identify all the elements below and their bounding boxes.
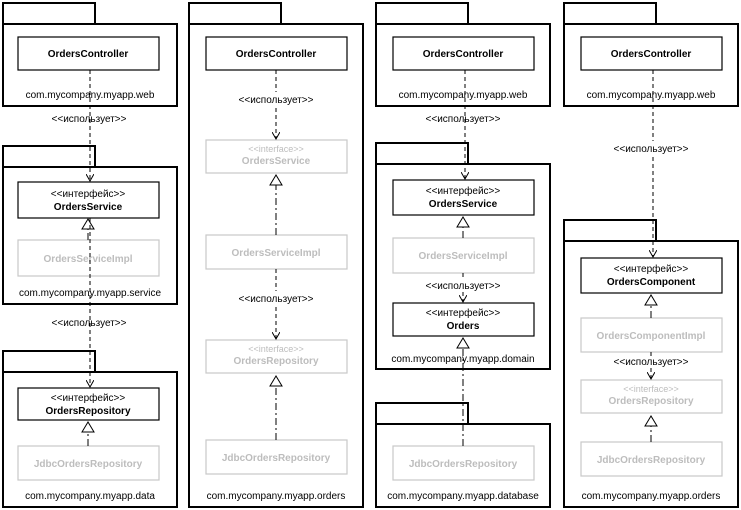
orders-component-impl-label: OrdersComponentImpl <box>597 331 706 342</box>
interface-stereotype: <<interface>> <box>623 384 679 394</box>
uses-label: <<использует>> <box>614 144 689 155</box>
realization-triangle <box>269 174 283 186</box>
orders-service-label: OrdersService <box>54 202 123 213</box>
orders-service-impl-label: OrdersServiceImpl <box>232 248 321 259</box>
orders-component-label: OrdersComponent <box>607 277 696 288</box>
orders-component-box <box>580 257 723 294</box>
web-package-label: com.mycompany.myapp.web <box>399 90 528 101</box>
orders-interface-box <box>392 302 535 337</box>
uses-label: <<использует>> <box>52 318 127 329</box>
column-3: OrdersController com.mycompany.myapp.web… <box>375 2 551 508</box>
orders-repository-box <box>17 387 160 421</box>
interface-stereotype: <<интерфейс>> <box>51 188 126 200</box>
realization-triangle <box>269 375 283 387</box>
web-package-label: com.mycompany.myapp.web <box>587 90 716 101</box>
web-package-label: com.mycompany.myapp.web <box>26 90 155 101</box>
orders-controller-box <box>392 36 535 71</box>
orders-controller-label: OrdersController <box>48 49 129 60</box>
orders-service-impl-label: OrdersServiceImpl <box>419 251 508 262</box>
orders-service-impl-box <box>17 239 160 277</box>
realization-triangle <box>81 218 95 230</box>
uses-label: <<использует>> <box>52 114 127 125</box>
orders-controller-label: OrdersController <box>423 49 504 60</box>
uses-label: <<использует>> <box>239 294 314 305</box>
orders-service-box <box>392 179 535 216</box>
database-package-label: com.mycompany.myapp.database <box>387 491 539 502</box>
orders-repository-label: OrdersRepository <box>233 356 318 367</box>
orders-service-impl-label: OrdersServiceImpl <box>44 254 133 265</box>
orders-repository-box <box>580 379 723 414</box>
interface-stereotype: <<interface>> <box>248 144 304 154</box>
orders-repository-label: OrdersRepository <box>45 406 130 417</box>
orders-controller-box <box>205 36 348 71</box>
jdbc-orders-repository-label: JdbcOrdersRepository <box>409 459 518 470</box>
column-4: OrdersController com.mycompany.myapp.web… <box>563 2 739 508</box>
jdbc-orders-repository-label: JdbcOrdersRepository <box>597 455 706 466</box>
orders-controller-label: OrdersController <box>236 49 317 60</box>
uses-label: <<использует>> <box>426 281 501 292</box>
realization-triangle <box>456 216 470 228</box>
column-2: OrdersController <<использует>> <<interf… <box>188 2 364 508</box>
orders-service-label: OrdersService <box>242 156 311 167</box>
orders-controller-label: OrdersController <box>611 49 692 60</box>
interface-stereotype: <<интерфейс>> <box>51 392 126 404</box>
jdbc-orders-repository-box <box>580 441 723 477</box>
orders-controller-box <box>17 36 160 71</box>
interface-stereotype: <<интерфейс>> <box>614 263 689 275</box>
interface-stereotype: <<интерфейс>> <box>426 185 501 197</box>
orders-package-label: com.mycompany.myapp.orders <box>207 491 346 502</box>
jdbc-orders-repository-label: JdbcOrdersRepository <box>34 459 143 470</box>
orders-service-label: OrdersService <box>429 199 498 210</box>
orders-repository-box <box>205 339 348 374</box>
interface-stereotype: <<интерфейс>> <box>426 307 501 319</box>
jdbc-orders-repository-box <box>17 445 160 481</box>
realization-triangle <box>644 294 658 306</box>
orders-service-impl-box <box>392 237 535 274</box>
orders-label: Orders <box>447 321 480 332</box>
realization-triangle <box>456 337 470 349</box>
orders-service-box <box>17 181 160 219</box>
orders-service-box <box>205 139 348 174</box>
realization-triangle <box>81 421 95 433</box>
orders-repository-label: OrdersRepository <box>608 396 693 407</box>
orders-package-label: com.mycompany.myapp.orders <box>582 491 721 502</box>
orders-component-impl-box <box>580 317 723 353</box>
interface-stereotype: <<interface>> <box>248 344 304 354</box>
data-package-label: com.mycompany.myapp.data <box>25 491 155 502</box>
realization-triangle <box>644 415 658 427</box>
uses-label: <<использует>> <box>426 114 501 125</box>
jdbc-orders-repository-box <box>205 439 348 475</box>
service-package-label: com.mycompany.myapp.service <box>19 288 162 299</box>
orders-controller-box <box>580 36 723 71</box>
uses-label: <<использует>> <box>239 95 314 106</box>
jdbc-orders-repository-label: JdbcOrdersRepository <box>222 453 331 464</box>
uses-label: <<использует>> <box>614 357 689 368</box>
column-1: OrdersController com.mycompany.myapp.web… <box>2 2 178 508</box>
